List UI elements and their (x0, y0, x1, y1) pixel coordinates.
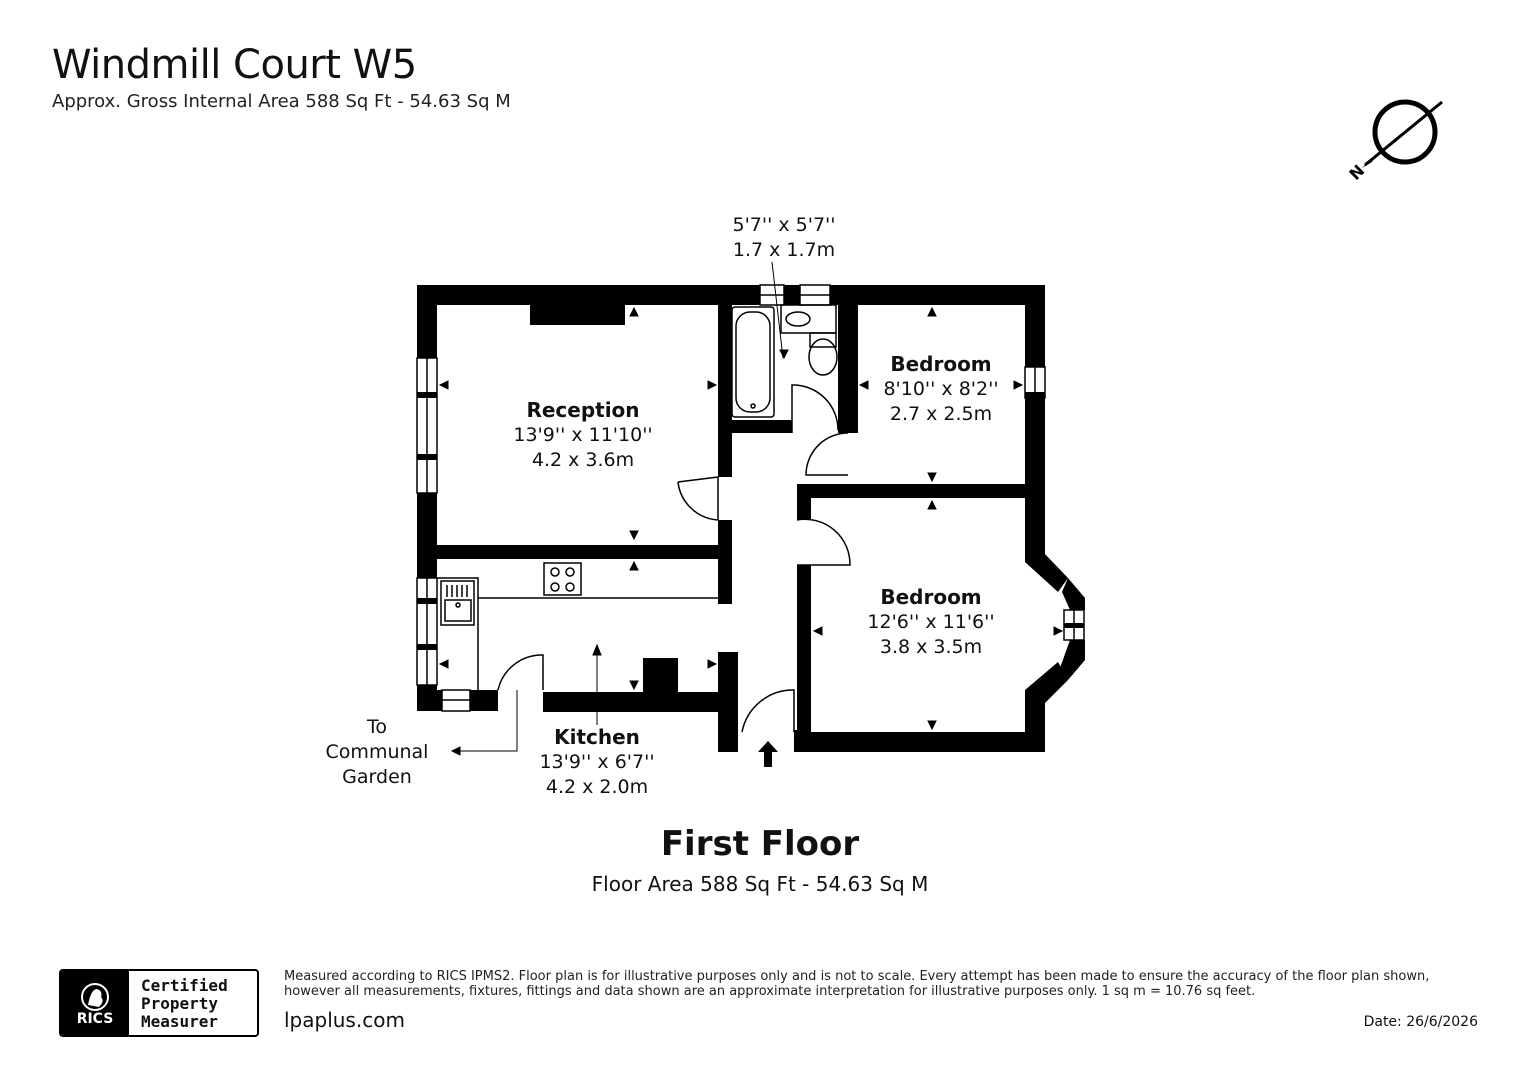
kitchen-dim-imperial: 13'9'' x 6'7'' (539, 751, 655, 773)
bedroom1-name: Bedroom (890, 352, 992, 376)
hob-icon (543, 562, 582, 596)
website-link[interactable]: lpaplus.com (284, 1008, 405, 1032)
floor-title: First Floor (660, 824, 860, 864)
reception-dim-imperial: 13'9'' x 11'10'' (513, 424, 653, 446)
bedroom2-dim-metric: 3.8 x 3.5m (879, 636, 983, 658)
bedroom1-label: Bedroom 8'10'' x 8'2'' 2.7 x 2.5m (883, 352, 998, 427)
bathroom-dim-imperial: 5'7'' x 5'7'' (732, 214, 836, 236)
entrance-arrow-icon (758, 741, 778, 767)
reception-label: Reception 13'9'' x 11'10'' 4.2 x 3.6m (513, 398, 652, 473)
garden-note: To Communal Garden (326, 715, 429, 790)
dimension-arrows (438, 261, 1064, 756)
badge-text: Certified Property Measurer (141, 977, 228, 1031)
toilet-icon (809, 332, 837, 348)
reception-dim-metric: 4.2 x 3.6m (531, 449, 635, 471)
bedroom2-name: Bedroom (880, 585, 982, 609)
garden-note-line3: Garden (342, 766, 412, 788)
page-title: Windmill Court W5 (52, 42, 417, 88)
sink-icon (440, 580, 475, 626)
badge-line-1: Certified (141, 976, 228, 995)
plan-date: Date: 26/6/2026 (1363, 1014, 1478, 1030)
floor-area: Floor Area 588 Sq Ft - 54.63 Sq M (591, 872, 929, 896)
reception-name: Reception (526, 398, 640, 422)
basin-icon (785, 311, 811, 327)
compass-icon: N (1345, 99, 1443, 184)
badge-line-2: Property (141, 994, 219, 1013)
bedroom1-dim-metric: 2.7 x 2.5m (889, 403, 993, 425)
bathtub-icon (731, 306, 775, 418)
walls (417, 285, 1085, 752)
rics-logo-text: RICS (76, 1011, 114, 1027)
page-subtitle: Approx. Gross Internal Area 588 Sq Ft - … (52, 91, 511, 112)
fixtures (437, 304, 838, 690)
bedroom1-dim-imperial: 8'10'' x 8'2'' (883, 378, 999, 400)
garden-note-line1: To (366, 716, 388, 738)
kitchen-dim-metric: 4.2 x 2.0m (545, 776, 649, 798)
bathroom-dim-metric: 1.7 x 1.7m (732, 239, 836, 261)
bathroom-label: 5'7'' x 5'7'' 1.7 x 1.7m (732, 213, 835, 263)
disclaimer: Measured according to RICS IPMS2. Floor … (284, 969, 1430, 999)
bedroom2-dim-imperial: 12'6'' x 11'6'' (867, 611, 995, 633)
doors (497, 384, 851, 733)
rics-badge: RICS Certified Property Measurer (59, 969, 259, 1037)
kitchen-label: Kitchen 13'9'' x 6'7'' 4.2 x 2.0m (539, 725, 654, 800)
rics-logo-icon: RICS (61, 971, 129, 1035)
garden-note-line2: Communal (325, 741, 429, 763)
kitchen-name: Kitchen (554, 725, 640, 749)
bedroom2-label: Bedroom 12'6'' x 11'6'' 3.8 x 3.5m (867, 585, 994, 660)
badge-line-3: Measurer (141, 1012, 219, 1031)
